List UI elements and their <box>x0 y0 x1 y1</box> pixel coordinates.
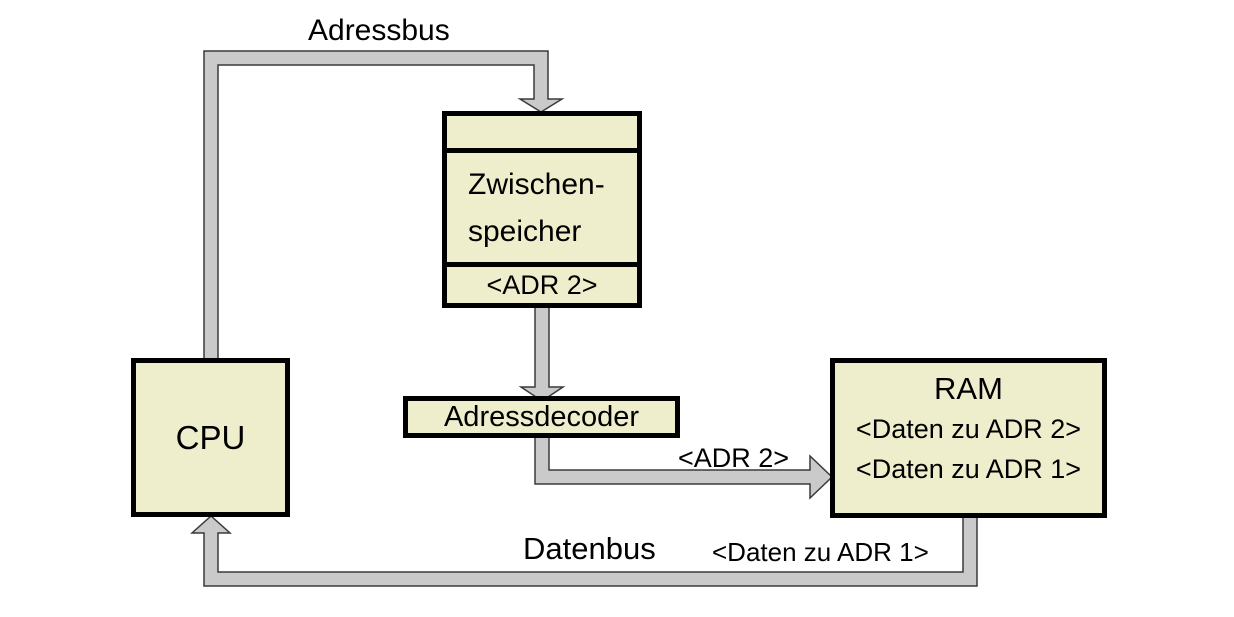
decoder-to-ram-arrow <box>534 435 834 500</box>
zwischenspeicher-adr2-value: <ADR 2> <box>486 269 598 300</box>
zwischenspeicher-adr2-slot: <ADR 2> <box>447 262 637 303</box>
ram-label: RAM <box>934 371 1003 406</box>
cpu-box: CPU <box>131 358 290 517</box>
ram-box: RAM <Daten zu ADR 2> <Daten zu ADR 1> <box>830 358 1107 518</box>
adressbus-arrow <box>203 50 565 361</box>
zwischenspeicher-box: Zwischen- speicher <ADR 2> <box>442 111 642 308</box>
datenbus-arrow <box>190 514 978 587</box>
zwischenspeicher-label: Zwischen- speicher <box>447 153 637 262</box>
zwischenspeicher-empty-slot <box>447 116 637 153</box>
zwischenspeicher-label-line2: speicher <box>468 214 582 248</box>
adressdecoder-label: Adressdecoder <box>443 400 640 433</box>
adressbus-label: Adressbus <box>308 14 450 47</box>
datenbus-label: Datenbus <box>523 531 656 566</box>
adr2-bus-label: <ADR 2> <box>678 443 790 473</box>
ram-entry-adr1: <Daten zu ADR 1> <box>855 454 1082 484</box>
adressdecoder-box: Adressdecoder <box>403 396 680 438</box>
ram-entry-adr2: <Daten zu ADR 2> <box>855 414 1082 444</box>
daten-zu-adr1-bus-label: <Daten zu ADR 1> <box>712 537 929 567</box>
zwischenspeicher-label-line1: Zwischen- <box>468 167 605 201</box>
cpu-label: CPU <box>175 418 246 456</box>
zwischenspeicher-to-decoder-arrow <box>518 305 566 402</box>
